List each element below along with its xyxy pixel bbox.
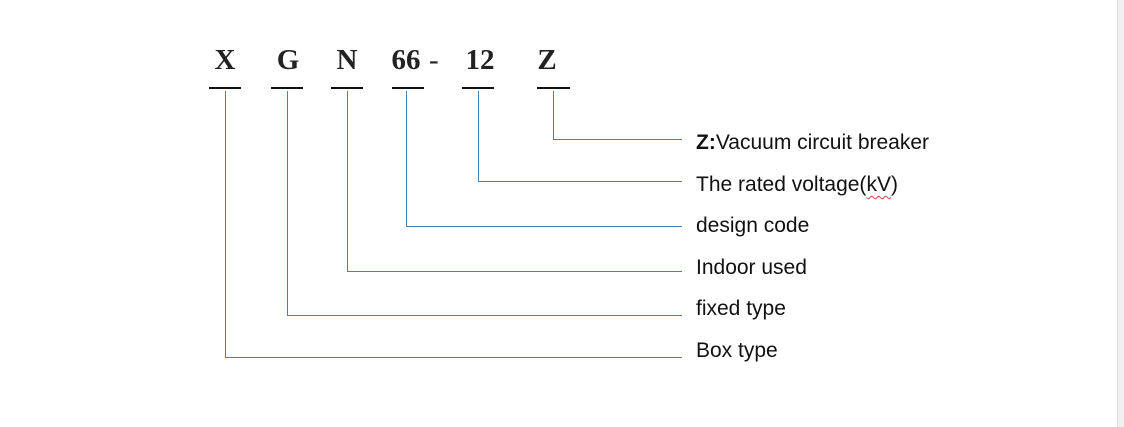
label-rated-voltage: The rated voltage(kV): [696, 173, 898, 197]
leader-horizontal-g: [287, 315, 682, 316]
label-z-prefix: Z:: [696, 131, 716, 154]
label-fixed-type: fixed type: [696, 297, 786, 320]
leader-vertical-x: [225, 91, 226, 357]
label-box-type: Box type: [696, 339, 778, 362]
label-voltage-suffix: ): [890, 173, 898, 196]
label-voltage-prefix: The rated voltage(: [696, 173, 867, 196]
leader-vertical-12: [478, 91, 479, 181]
leader-vertical-66: [406, 91, 407, 226]
underline-z: [537, 87, 570, 89]
leader-horizontal-66: [406, 226, 682, 227]
leader-vertical-z: [553, 91, 554, 139]
label-vacuum-circuit-breaker: Z:Vacuum circuit breaker: [696, 131, 929, 155]
leader-horizontal-z: [553, 139, 682, 140]
leader-horizontal-12: [478, 181, 682, 182]
leader-horizontal-n: [347, 271, 682, 272]
label-design-code: design code: [696, 214, 810, 237]
code-number-12: 12: [465, 44, 495, 76]
code-letter-g: G: [276, 44, 300, 76]
leader-vertical-n: [347, 91, 348, 271]
code-letter-x: X: [214, 44, 236, 76]
label-indoor-used: Indoor used: [696, 256, 807, 279]
code-number-66: 66: [391, 44, 421, 76]
underline-66: [392, 87, 424, 89]
code-separator: -: [429, 44, 439, 76]
code-letter-n: N: [336, 44, 358, 76]
underline-g: [271, 87, 303, 89]
leader-horizontal-x: [225, 357, 682, 358]
leader-vertical-g: [287, 91, 288, 315]
underline-12: [462, 87, 494, 89]
label-voltage-unit: kV: [866, 173, 891, 196]
code-letter-z: Z: [537, 44, 557, 76]
underline-n: [331, 87, 363, 89]
right-scroll-edge: [1117, 0, 1124, 427]
label-z-text: Vacuum circuit breaker: [715, 131, 930, 154]
underline-x: [209, 87, 241, 89]
